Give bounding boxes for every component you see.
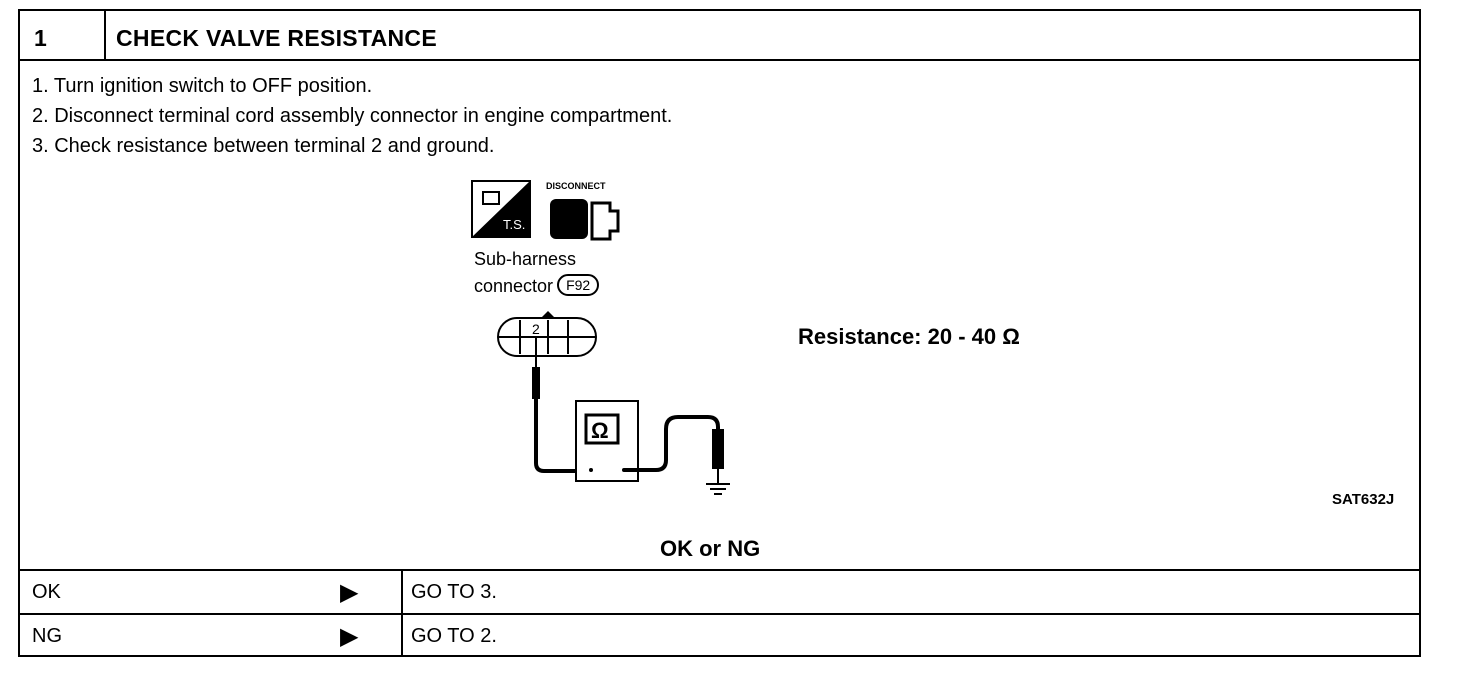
result-label: NG	[32, 625, 62, 647]
step-number: 1	[34, 25, 47, 51]
resistance-spec: Resistance: 20 - 40 Ω	[798, 324, 1020, 349]
result-row-ok: OK ▶ GO TO 3.	[20, 569, 1419, 613]
instruction-list: 1. Turn ignition switch to OFF position.…	[32, 71, 672, 161]
ts-label: T.S.	[503, 217, 525, 232]
row-divider	[401, 571, 403, 613]
instruction-item: 2. Disconnect terminal cord assembly con…	[32, 105, 673, 127]
terminal-number: 2	[532, 321, 540, 337]
row-divider	[401, 615, 403, 657]
ohmmeter: Ω	[575, 400, 639, 482]
disconnect-label: DISCONNECT	[546, 181, 606, 191]
test-lead-positive	[532, 337, 595, 473]
test-lead-negative	[624, 415, 724, 483]
instruction-item: 3. Check resistance between terminal 2 a…	[32, 135, 495, 157]
harness-connector: 2	[497, 311, 597, 357]
figure-code: SAT632J	[1332, 491, 1395, 508]
tester-icon: T.S.	[471, 180, 531, 238]
result-action: GO TO 2.	[411, 625, 497, 647]
instruction-item: 1. Turn ignition switch to OFF position.	[32, 75, 373, 97]
connector-id-badge: F92	[557, 274, 600, 296]
connector-label-line1: Sub-harness	[474, 249, 577, 269]
resistance-check-diagram: T.S. DISCONNECT 2 Ω	[471, 180, 730, 495]
check-step-table: 1 CHECK VALVE RESISTANCE 1. Turn ignitio…	[18, 9, 1421, 657]
connector-label-line2: connector	[474, 276, 554, 296]
result-action: GO TO 3.	[411, 581, 497, 603]
step-title: CHECK VALVE RESISTANCE	[116, 25, 437, 51]
meter-symbol: Ω	[591, 418, 609, 443]
right-triangle-icon: ▶	[340, 579, 359, 606]
ground-icon	[706, 483, 730, 495]
disconnect-connector-icon: DISCONNECT	[546, 181, 620, 241]
header-divider	[104, 11, 106, 59]
right-triangle-icon: ▶	[340, 623, 359, 650]
result-label: OK	[32, 581, 61, 603]
ok-ng-question: OK or NG	[660, 536, 761, 561]
result-row-ng: NG ▶ GO TO 2.	[20, 613, 1419, 657]
step-header: 1 CHECK VALVE RESISTANCE	[20, 11, 1419, 61]
